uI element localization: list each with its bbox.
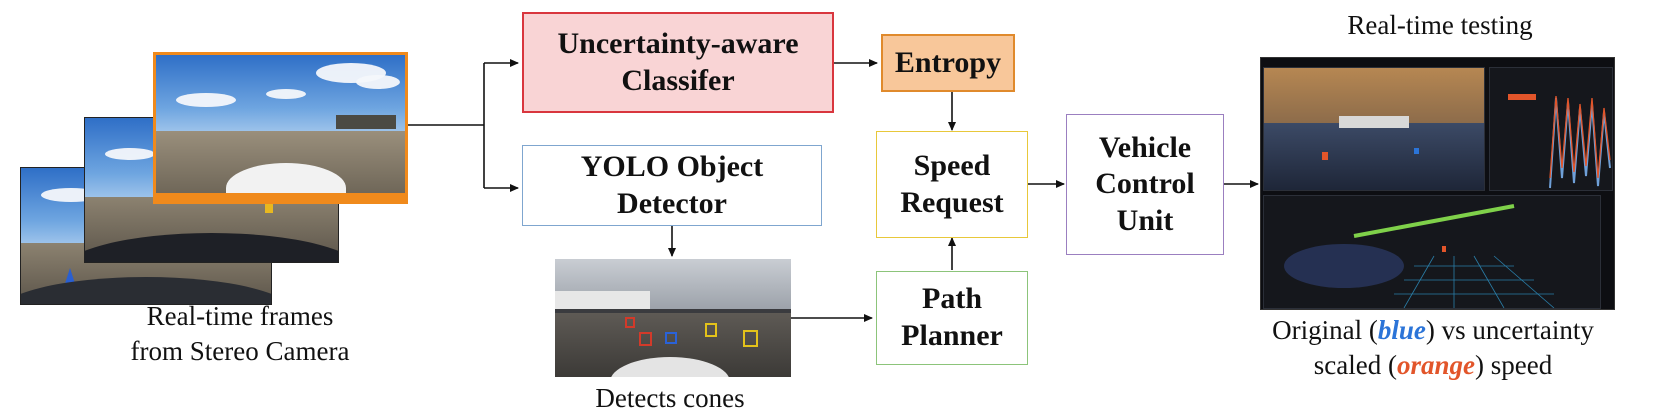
dashboard-speed-chart <box>1489 67 1613 191</box>
yolo-label: YOLO Object Detector <box>580 149 764 220</box>
cones-caption: Detects cones <box>595 383 745 413</box>
cone-detection-image <box>555 259 791 377</box>
path-planner-label: Path Planner <box>901 282 1003 352</box>
speed-comparison-line2: scaled (orange) speed <box>1313 350 1553 381</box>
entropy-label: Entropy <box>894 45 1002 79</box>
frames-caption-line2: from Stereo Camera <box>130 336 350 367</box>
vehicle-control-label: Vehicle Control Unit <box>1095 130 1195 237</box>
camera-frame-front <box>153 52 408 204</box>
dashboard-lidar-panel <box>1263 195 1601 309</box>
testing-title: Real-time testing <box>1347 10 1533 40</box>
frames-caption-line1: Real-time frames <box>146 301 334 331</box>
speed-trace-plot <box>1508 94 1611 189</box>
vehicle-control-box: Vehicle Control Unit <box>1066 114 1224 255</box>
path-planner-box: Path Planner <box>876 271 1028 365</box>
dashboard-camera-panel <box>1263 67 1485 191</box>
speed-request-label: Speed Request <box>900 148 1004 219</box>
speed-comparison-caption: Original (blue) vs uncertainty scaled (o… <box>1210 313 1656 383</box>
frames-caption: Real-time frames from Stereo Camera <box>80 299 400 369</box>
blue-label: blue <box>1377 315 1426 345</box>
lidar-pointcloud <box>1284 204 1555 308</box>
entropy-box: Entropy <box>881 34 1015 92</box>
speed-comparison-line1: Original (blue) vs uncertainty <box>1272 315 1594 345</box>
dashboard-screenshot <box>1260 57 1615 310</box>
speed-request-box: Speed Request <box>876 131 1028 238</box>
classifier-box: Uncertainty-aware Classifer <box>522 12 834 113</box>
yolo-box: YOLO Object Detector <box>522 145 822 226</box>
classifier-label: Uncertainty-aware Classifer <box>557 26 799 97</box>
orange-label: orange <box>1396 350 1475 381</box>
